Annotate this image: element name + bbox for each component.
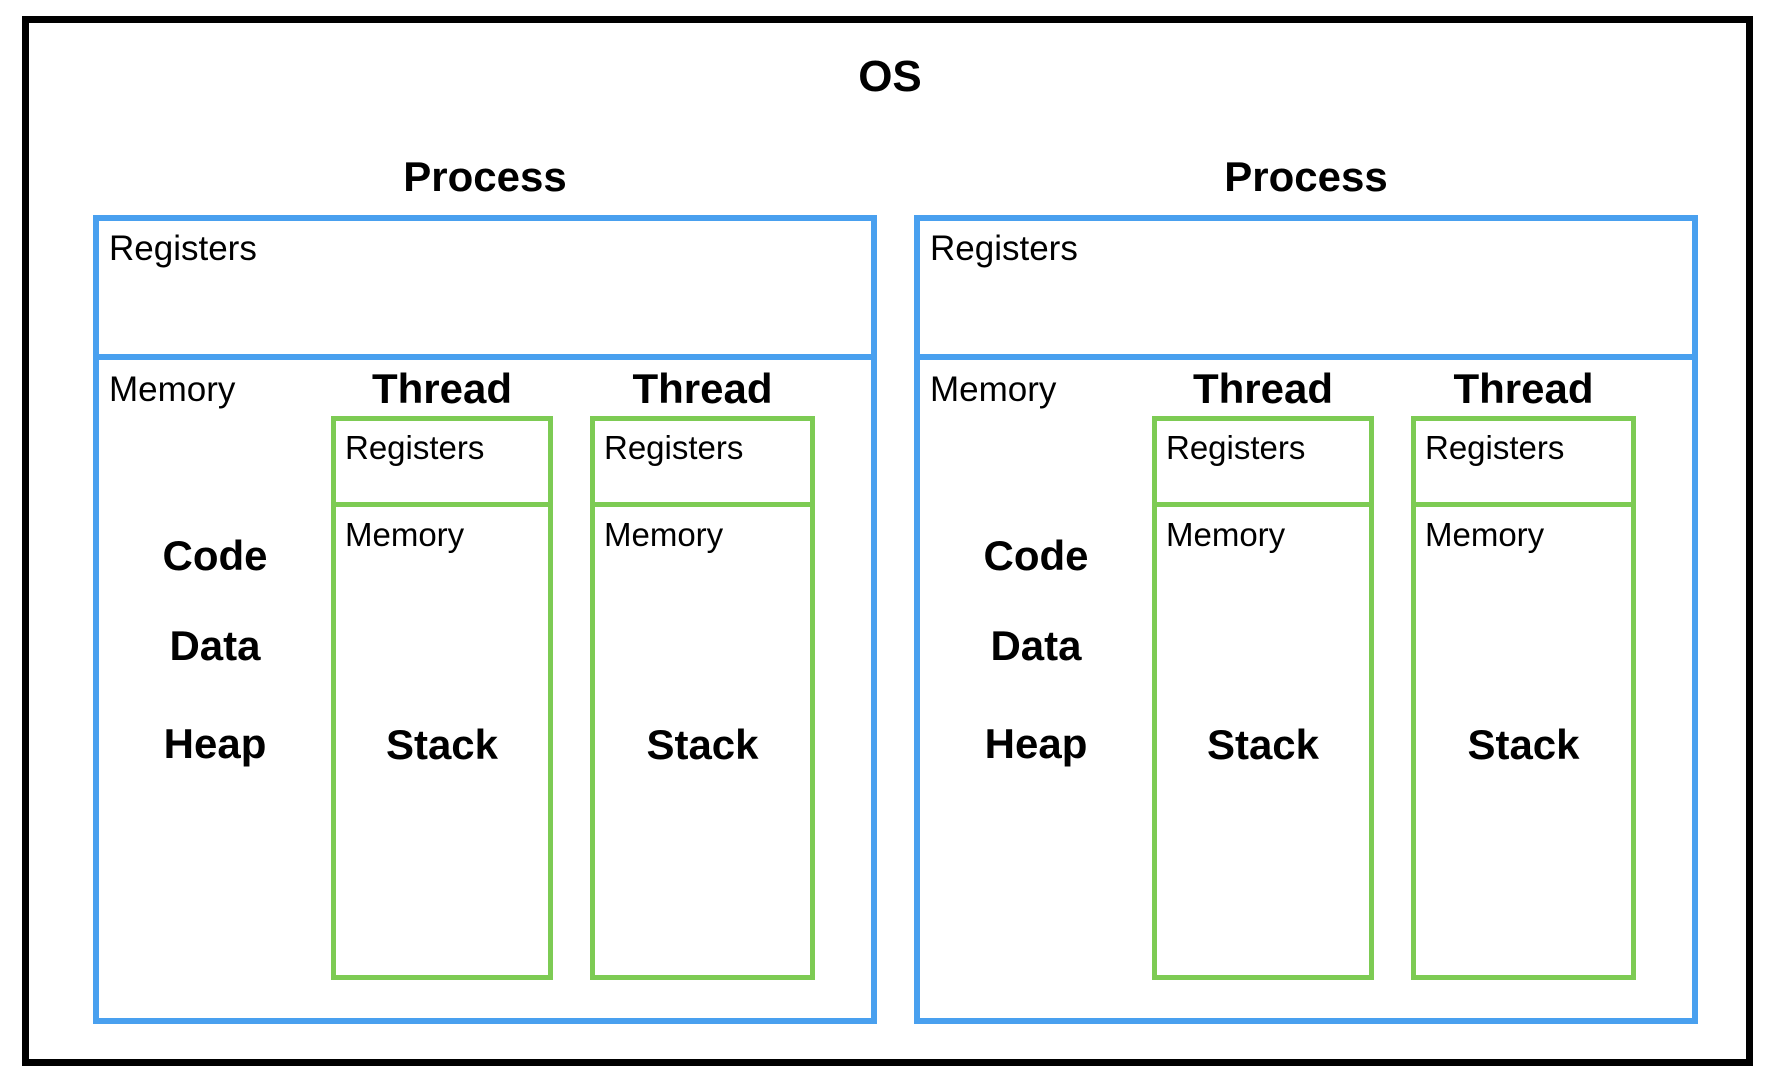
thread-memory-label: Memory: [1166, 516, 1286, 553]
thread-memory-section: Memory Stack: [1416, 507, 1631, 975]
thread-registers-label: Registers: [345, 429, 485, 466]
thread-stack-label: Stack: [1206, 721, 1320, 768]
thread-box: Registers Memory Stack: [590, 416, 815, 980]
thread-title: Thread: [632, 365, 773, 412]
process-registers-label: Registers: [109, 229, 257, 268]
thread-title: Thread: [1453, 365, 1594, 412]
process-registers-label: Registers: [930, 229, 1078, 268]
thread-stack-label: Stack: [646, 721, 759, 768]
thread-registers-section: Registers: [595, 421, 810, 507]
process-title: Process: [403, 153, 567, 200]
thread: Thread Registers Memory Stack: [1411, 366, 1636, 980]
thread-box: Registers Memory Stack: [331, 416, 553, 980]
process-left: Process Registers Memory Code Data Heap …: [93, 152, 877, 1024]
os-frame: [22, 16, 1753, 1066]
process-box: Registers Memory Code Data Heap Thread R…: [914, 215, 1698, 1024]
thread-memory-section: Memory Stack: [595, 507, 810, 975]
os-title: OS: [858, 52, 922, 101]
memory-item-code: Code: [983, 532, 1089, 579]
process-box: Registers Memory Code Data Heap Thread R…: [93, 215, 877, 1024]
thread-memory-section: Memory Stack: [1157, 507, 1369, 975]
process-memory-label: Memory: [930, 370, 1057, 409]
process-title: Process: [1224, 153, 1388, 200]
thread-registers-label: Registers: [604, 429, 744, 466]
thread-stack-label: Stack: [385, 721, 499, 768]
thread-stack-label: Stack: [1467, 721, 1580, 768]
thread: Thread Registers Memory Stack: [1152, 366, 1374, 980]
thread-registers-section: Registers: [1416, 421, 1631, 507]
thread-memory-label: Memory: [604, 516, 724, 553]
thread: Thread Registers Memory Stack: [331, 366, 553, 980]
memory-item-heap: Heap: [984, 720, 1088, 767]
thread-title: Thread: [371, 365, 513, 412]
thread-memory-label: Memory: [345, 516, 465, 553]
thread-registers-label: Registers: [1425, 429, 1565, 466]
memory-item-heap: Heap: [163, 720, 267, 767]
thread-box: Registers Memory Stack: [1152, 416, 1374, 980]
process-registers-section: Registers: [920, 221, 1692, 360]
memory-item-code: Code: [162, 532, 268, 579]
process-memory-section: Memory Code Data Heap Thread Registers M…: [99, 360, 871, 1018]
memory-item-data: Data: [169, 622, 261, 669]
thread-registers-section: Registers: [336, 421, 548, 507]
memory-item-data: Data: [990, 622, 1082, 669]
thread-registers-label: Registers: [1166, 429, 1306, 466]
thread-title: Thread: [1192, 365, 1334, 412]
process-memory-label: Memory: [109, 370, 236, 409]
thread-box: Registers Memory Stack: [1411, 416, 1636, 980]
thread-memory-section: Memory Stack: [336, 507, 548, 975]
thread-memory-label: Memory: [1425, 516, 1545, 553]
process-memory-section: Memory Code Data Heap Thread Registers M…: [920, 360, 1692, 1018]
thread: Thread Registers Memory Stack: [590, 366, 815, 980]
process-right: Process Registers Memory Code Data Heap …: [914, 152, 1698, 1024]
process-registers-section: Registers: [99, 221, 871, 360]
thread-registers-section: Registers: [1157, 421, 1369, 507]
